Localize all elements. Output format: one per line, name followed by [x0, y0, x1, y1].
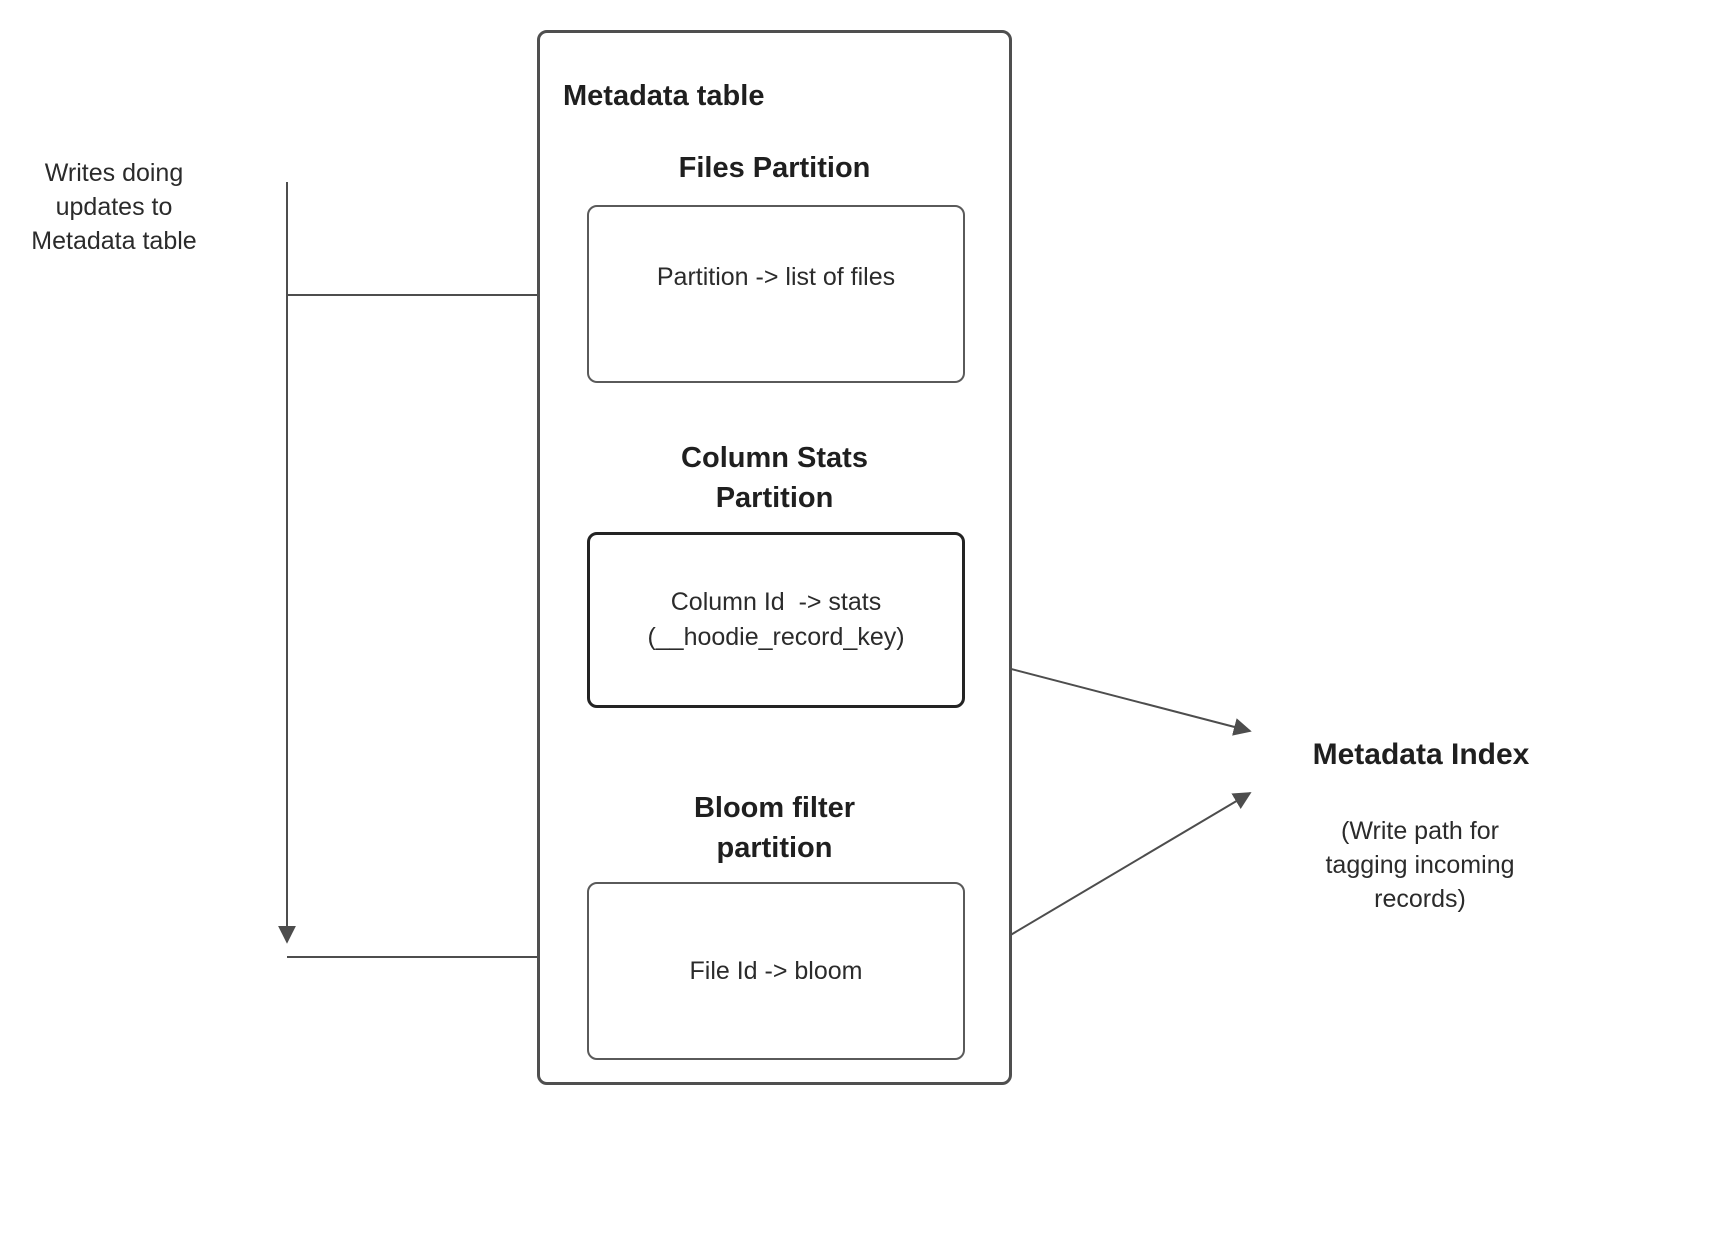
- writes-note: Writes doing updates to Metadata table: [31, 159, 197, 255]
- bloom-filter-partition-heading: Bloom filter partition: [693, 792, 856, 865]
- column-stats-partition-heading: Column Stats Partition: [681, 442, 868, 515]
- bloom-filter-partition-box: File Id -> bloom: [587, 882, 965, 1060]
- files-partition-box-text: Partition -> list of files: [656, 262, 896, 291]
- files-partition-box: Partition -> list of files: [587, 205, 965, 383]
- bloom-filter-partition-box-text: File Id -> bloom: [689, 956, 863, 985]
- metadata-index-note: (Write path for tagging incoming records…: [1325, 817, 1515, 913]
- files-partition-heading: Files Partition: [678, 152, 871, 184]
- metadata-table-title: Metadata table: [563, 80, 765, 112]
- column-stats-partition-box-text: Column Id -> stats (__hoodie_record_key): [647, 588, 905, 651]
- metadata-index-title: Metadata Index: [1312, 738, 1530, 771]
- column-stats-partition-box: Column Id -> stats (__hoodie_record_key): [587, 532, 965, 708]
